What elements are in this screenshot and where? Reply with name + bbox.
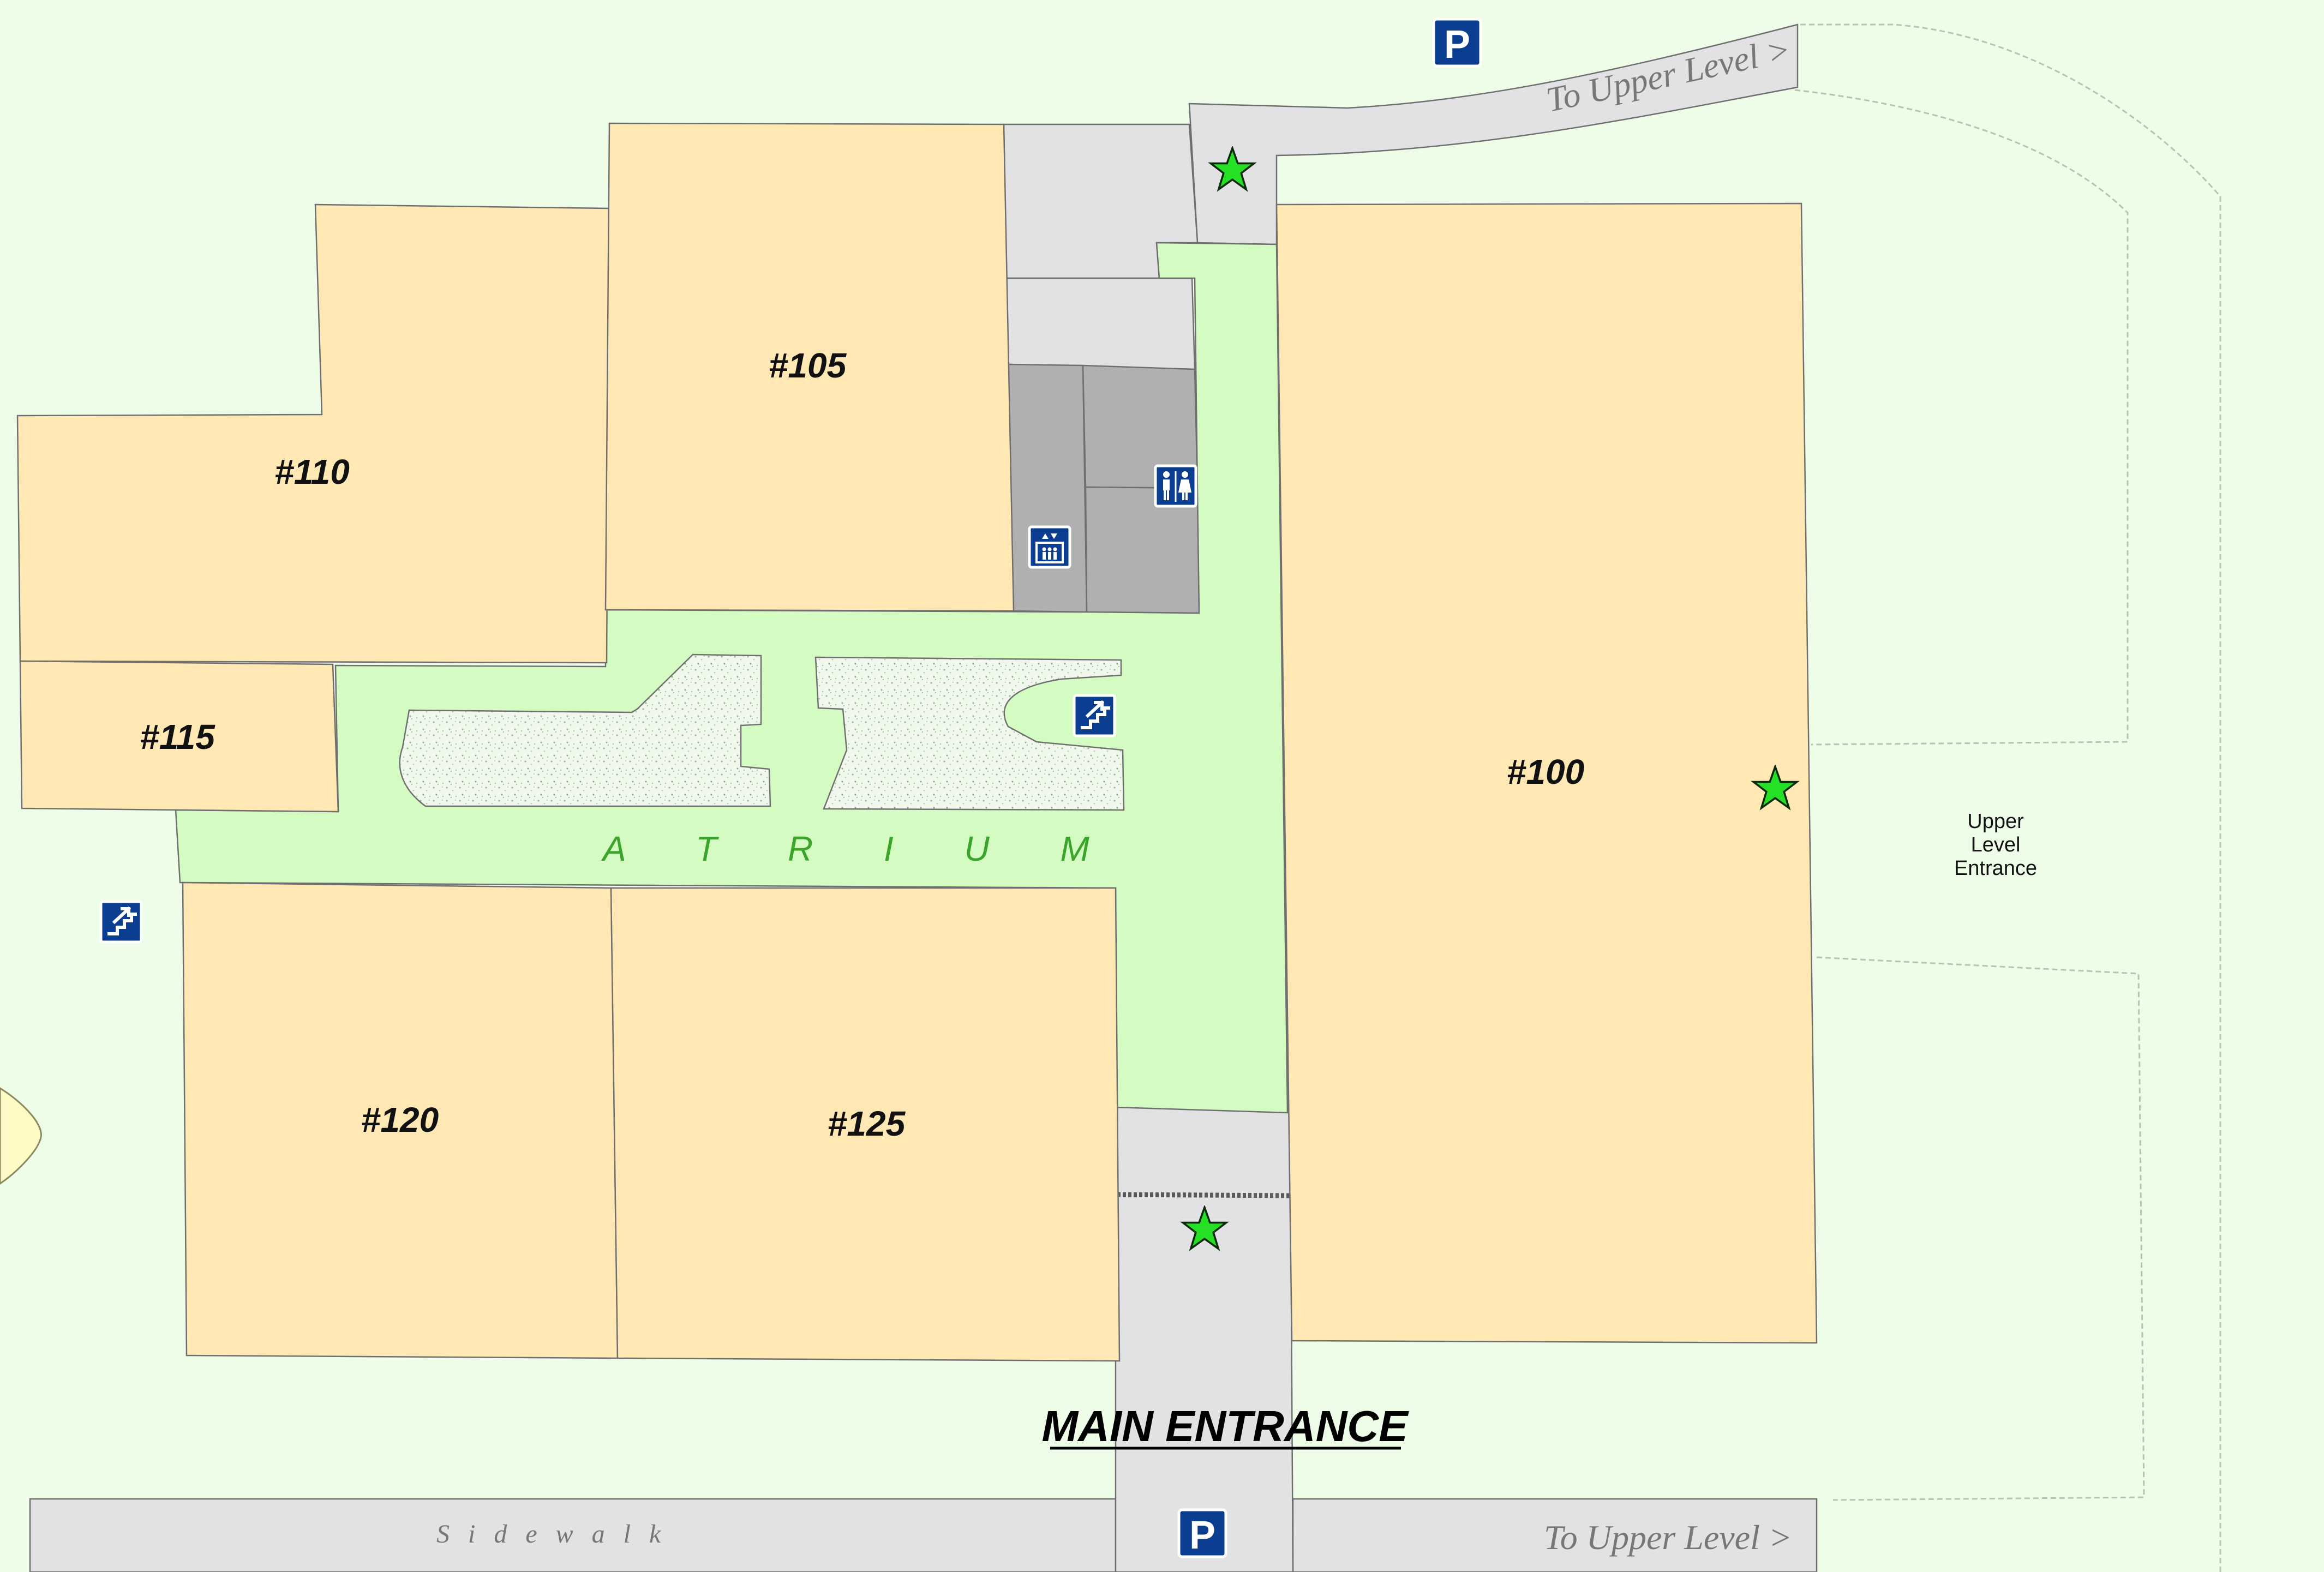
upper-level-entrance-line-1: Upper: [1967, 810, 2024, 833]
main-entrance-label-group: MAIN ENTRANCE: [1041, 1402, 1409, 1450]
suite-label-100: #100: [1507, 752, 1584, 791]
upper-level-label-bottom: To Upper Level >: [1544, 1518, 1792, 1557]
atrium-label: A T R I U M: [601, 829, 1120, 868]
stairs-icon[interactable]: [99, 900, 143, 944]
main-entrance-corridor[interactable]: [1115, 1103, 1294, 1572]
adjacent-building-edge: [0, 1087, 42, 1185]
restroom-icon[interactable]: [1154, 464, 1197, 508]
suite-label-125: #125: [828, 1104, 906, 1143]
upper-level-entrance-line-3: Entrance: [1954, 857, 2037, 880]
suite-110[interactable]: [16, 203, 610, 664]
entrance-star-icon[interactable]: [1208, 146, 1257, 192]
entrance-threshold: [1117, 1192, 1291, 1198]
parking-sign-text: P: [1444, 23, 1470, 67]
parking-sign-text: P: [1189, 1514, 1215, 1557]
elevator-icon[interactable]: [1028, 525, 1071, 569]
parking-lot-lines: [1794, 23, 2221, 1572]
main-entrance-label: MAIN ENTRANCE: [1041, 1402, 1409, 1450]
suite-125[interactable]: [610, 887, 1121, 1362]
upper-level-entrance-label: Upper Level Entrance: [1954, 810, 2037, 880]
parking-icon[interactable]: P: [1177, 1508, 1227, 1558]
suite-105[interactable]: [604, 122, 1015, 612]
upper-level-entrance-line-2: Level: [1971, 833, 2021, 856]
entrance-star-icon[interactable]: [1751, 765, 1800, 811]
suite-115[interactable]: [19, 660, 339, 813]
parking-icon[interactable]: P: [1432, 17, 1482, 68]
service-corridor-middle: [1005, 277, 1196, 370]
planter-right: [814, 656, 1125, 811]
suite-label-105: #105: [769, 346, 847, 385]
stairs-icon[interactable]: [1073, 694, 1116, 737]
entrance-star-icon[interactable]: [1180, 1205, 1229, 1251]
suite-100[interactable]: [1275, 202, 1818, 1344]
suite-label-120: #120: [361, 1100, 439, 1139]
suite-label-110: #110: [274, 452, 350, 491]
sidewalk-label: Sidewalk: [436, 1520, 679, 1549]
planter-left: [399, 653, 771, 807]
upper-level-ramp[interactable]: [1188, 23, 1799, 245]
suite-label-115: #115: [140, 717, 215, 757]
sidewalk: [29, 1498, 1117, 1572]
